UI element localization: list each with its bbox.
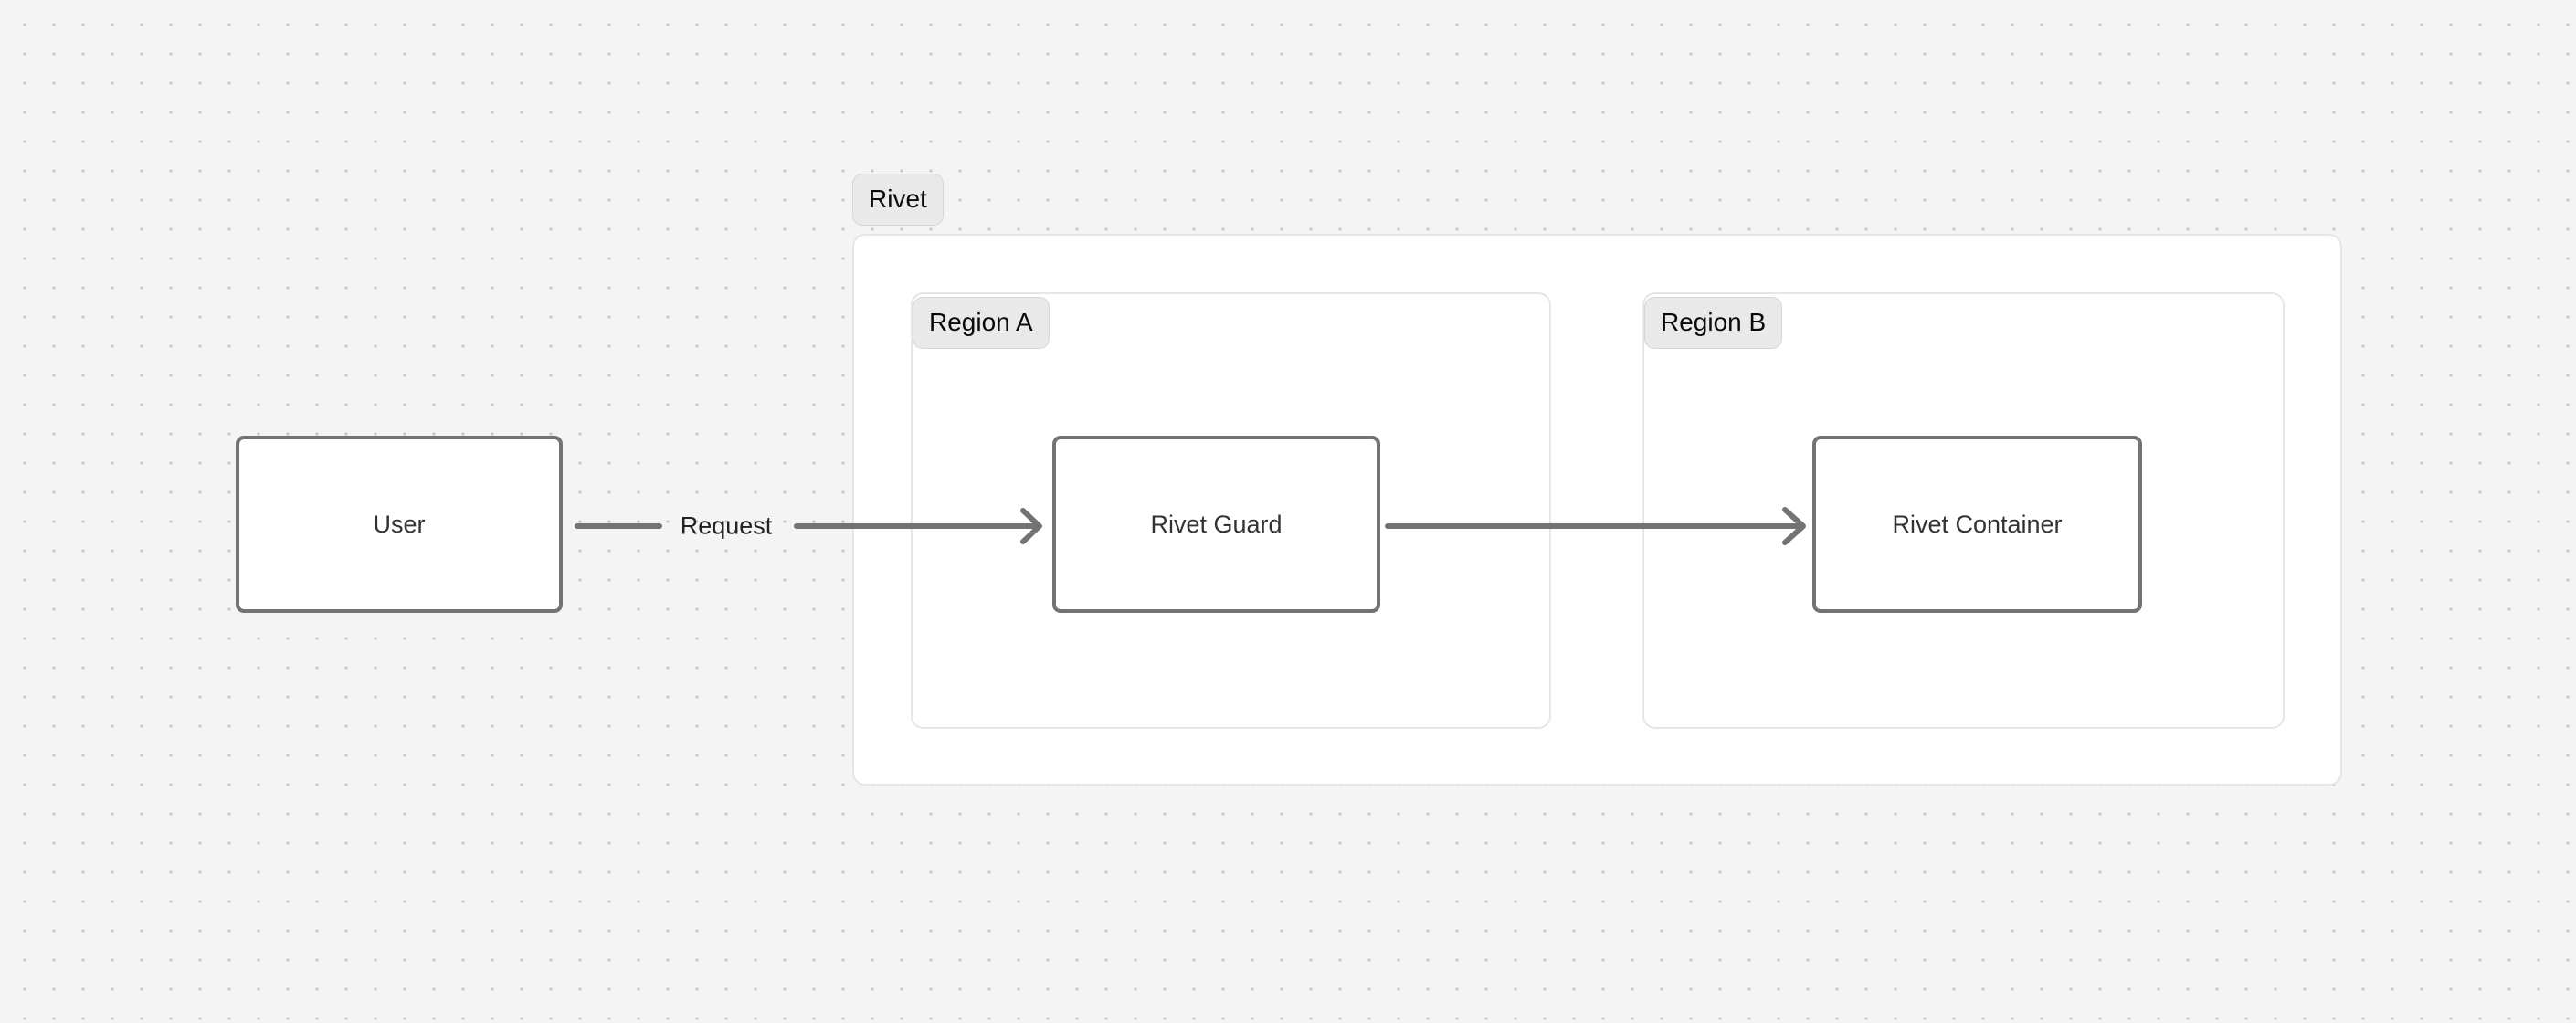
node-rivet-container[interactable]: Rivet Container [1812, 436, 2142, 613]
group-label-region-b[interactable]: Region B [1644, 297, 1783, 349]
group-label-region-a[interactable]: Region A [913, 297, 1050, 349]
group-label-rivet[interactable]: Rivet [852, 174, 944, 226]
edge-label-request: Request [680, 512, 773, 540]
node-rivet-guard[interactable]: Rivet Guard [1052, 436, 1380, 613]
node-user[interactable]: User [236, 436, 563, 613]
